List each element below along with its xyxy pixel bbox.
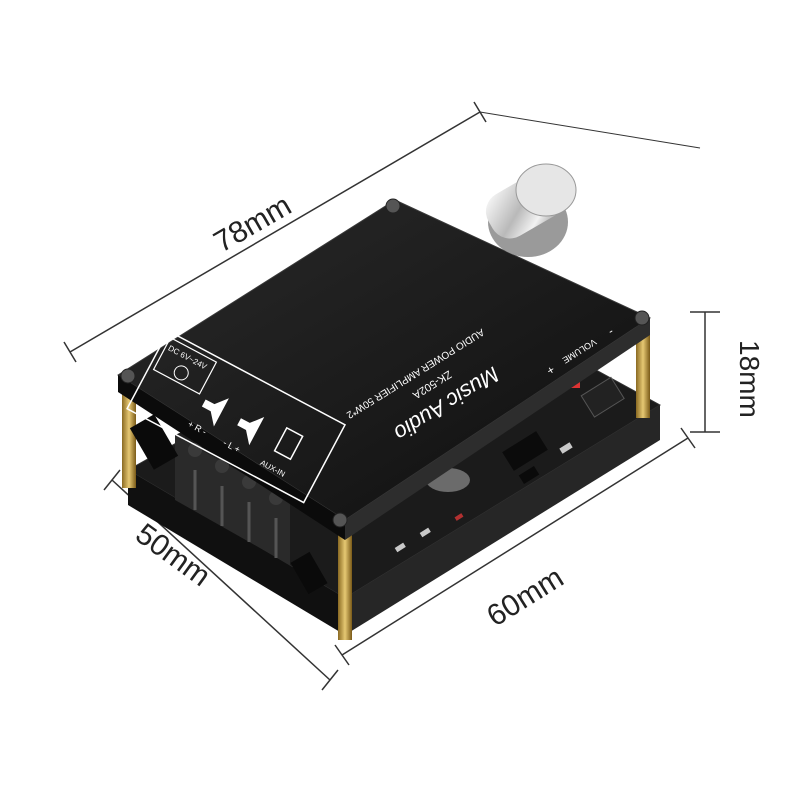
length-label: 78mm bbox=[208, 189, 297, 259]
length-dimension-line bbox=[69, 111, 481, 353]
height-label: 18mm bbox=[734, 340, 765, 418]
right-speaker-icon bbox=[201, 398, 229, 427]
volume-knob bbox=[485, 163, 577, 257]
crystal-oscillator bbox=[580, 376, 625, 418]
dimension-lines bbox=[63, 101, 720, 691]
aux-jack-icon bbox=[273, 426, 304, 461]
width-dimension-line bbox=[341, 437, 689, 656]
left-speaker-icon bbox=[237, 417, 265, 446]
standoffs bbox=[122, 318, 650, 640]
dc-power-jack bbox=[129, 414, 179, 470]
width-label: 60mm bbox=[481, 561, 569, 633]
usb-label: USB-IN bbox=[566, 250, 604, 280]
screws bbox=[120, 198, 650, 528]
volume-minus-label: - bbox=[606, 325, 617, 339]
aux-jack bbox=[290, 551, 328, 595]
